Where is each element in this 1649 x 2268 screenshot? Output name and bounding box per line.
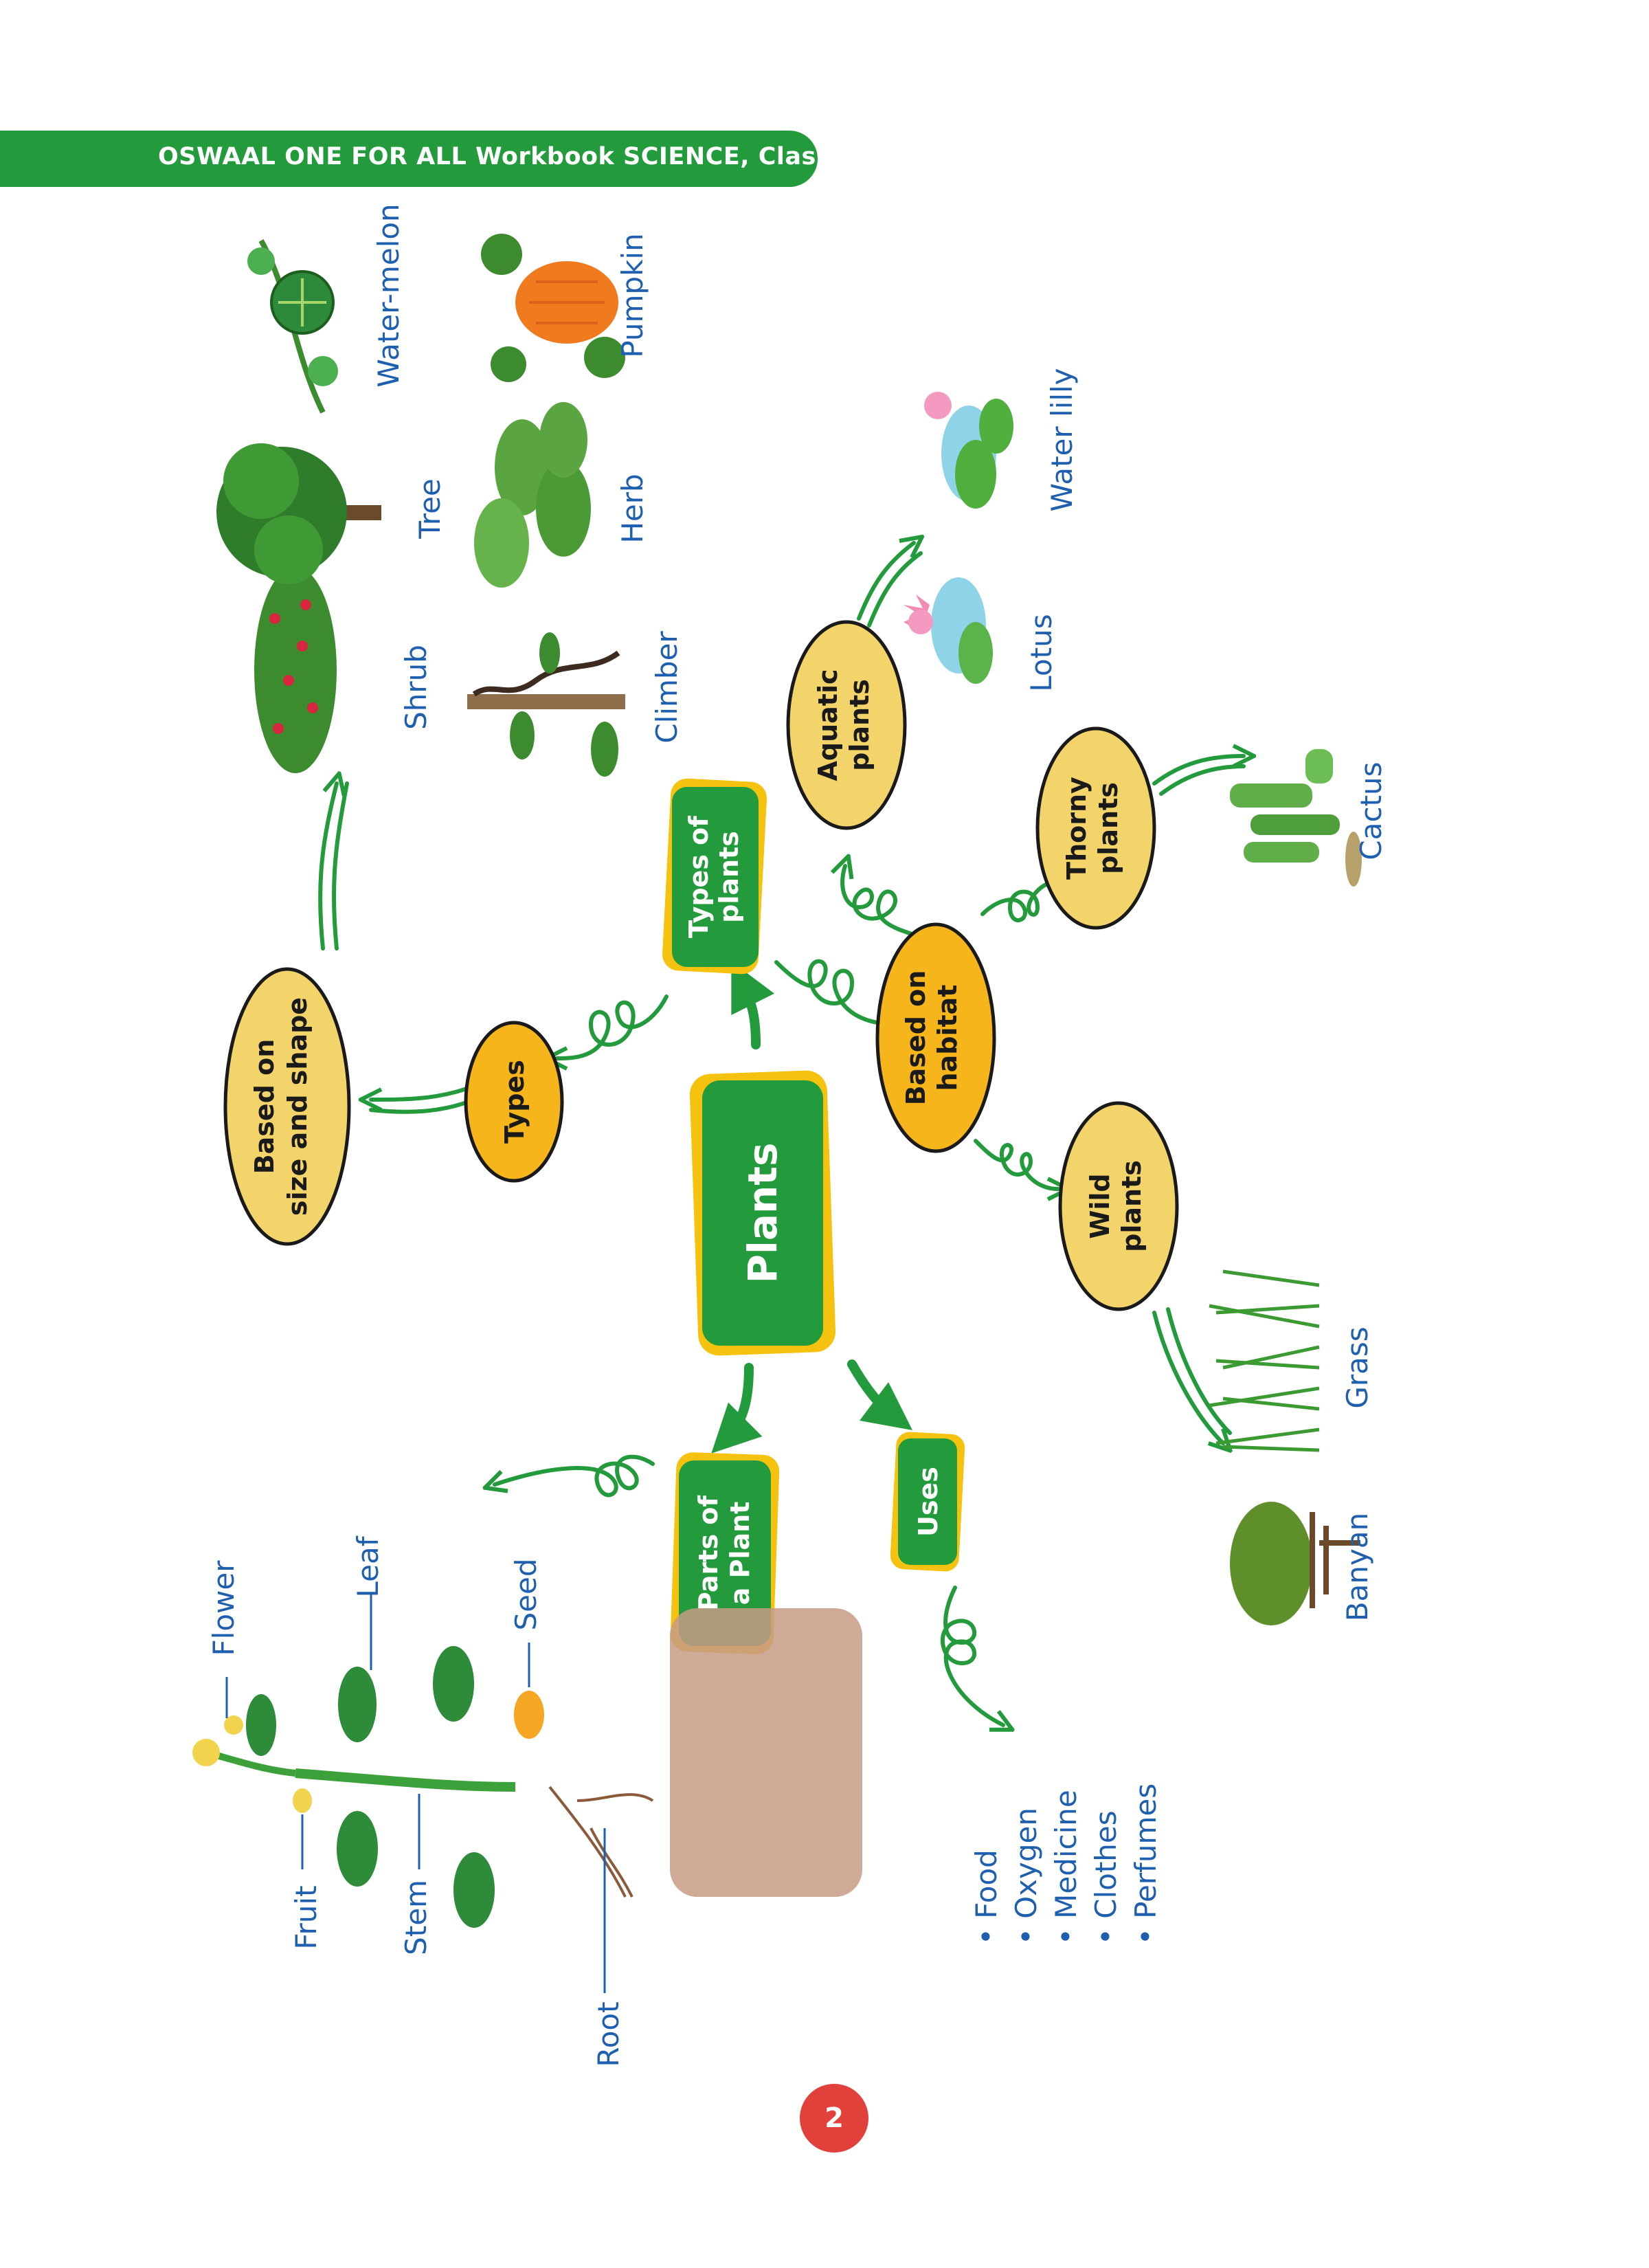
- habitat-line1: Based on: [901, 970, 931, 1106]
- double-arrow-aquatic-to-water-lilly: [857, 543, 914, 621]
- label-lotus: Lotus: [1024, 614, 1058, 691]
- curl-types-of-plants-to-habitat: [774, 959, 893, 1024]
- label-climber: Climber: [650, 631, 684, 744]
- label-fruit: Fruit: [289, 1885, 323, 1949]
- cactus-picture: [1230, 749, 1362, 887]
- double-arrow-size-to-shrub: [318, 783, 337, 950]
- water-lilly-picture: [924, 392, 1013, 509]
- parts-line2: a Plant: [725, 1502, 755, 1605]
- page-number: 2: [800, 2084, 868, 2153]
- node-plants: Plants: [689, 1070, 836, 1356]
- uses-item-oxygen: • Oxygen: [1009, 1808, 1043, 1945]
- svg-text:plants: plants: [1093, 782, 1123, 874]
- header-title: OSWAAL ONE FOR ALL Workbook SCIENCE, Cla…: [158, 143, 859, 170]
- uses-item-medicine: • Medicine: [1049, 1790, 1083, 1945]
- climber-picture: [467, 632, 625, 777]
- svg-text:Based on: Based on: [249, 1039, 280, 1175]
- node-thorny-plants: Thorny plants: [1035, 726, 1156, 930]
- svg-text:Wild: Wild: [1085, 1173, 1115, 1238]
- svg-text:size and shape: size and shape: [282, 997, 313, 1216]
- curl-types-of-plants-to-types: [557, 994, 669, 1058]
- node-plants-label: Plants: [739, 1142, 786, 1283]
- wild-line1: Wild: [1085, 1173, 1115, 1238]
- label-leaf: Leaf: [351, 1535, 385, 1597]
- node-wild-plants: Wild plants: [1058, 1101, 1179, 1311]
- thorny-line1: Thorny: [1062, 777, 1092, 880]
- label-flower: Flower: [207, 1560, 240, 1656]
- grass-picture: [1209, 1269, 1320, 1452]
- label-seed: Seed: [509, 1559, 543, 1631]
- parts-line1: Parts of: [693, 1496, 723, 1611]
- node-based-on-habitat: Based on habitat: [875, 922, 996, 1153]
- tree-picture: [216, 443, 381, 584]
- uses-label: Uses: [913, 1467, 943, 1537]
- aquatic-line2: plants: [844, 679, 875, 771]
- double-arrow-wild-to-grass: [1152, 1311, 1223, 1443]
- double-arrow-types-to-size: [371, 1084, 476, 1100]
- node-uses: Uses: [890, 1432, 965, 1572]
- size-line1: Based on: [249, 1039, 280, 1175]
- curl-habitat-to-wild: [974, 1139, 1058, 1189]
- label-tree: Tree: [413, 478, 447, 540]
- plant-parts-illustration: [192, 1608, 862, 1928]
- svg-text:Aquatic: Aquatic: [813, 669, 843, 781]
- pumpkin-picture: [481, 234, 625, 382]
- types-label: Types: [500, 1060, 530, 1144]
- banyan-picture: [1230, 1502, 1360, 1625]
- label-water-melon: Water-melon: [372, 203, 405, 387]
- svg-text:Parts of: Parts of: [693, 1496, 723, 1611]
- types-of-plants-line1: Types of: [684, 816, 714, 938]
- wild-line2: plants: [1117, 1160, 1147, 1252]
- herb-picture: [474, 402, 591, 588]
- connectors: [318, 543, 1244, 1725]
- plant-part-labels: Flower Leaf Seed Fruit Stem Root: [207, 1535, 625, 2067]
- curl-habitat-to-aquatic: [842, 866, 916, 937]
- uses-item-clothes: • Clothes: [1089, 1810, 1123, 1945]
- label-stem: Stem: [399, 1880, 433, 1955]
- aquatic-line1: Aquatic: [813, 669, 843, 781]
- water-melon-picture: [247, 239, 338, 414]
- uses-item-food: • Food: [969, 1849, 1003, 1945]
- node-aquatic-plants: Aquatic plants: [786, 620, 907, 830]
- svg-text:plants: plants: [844, 679, 875, 771]
- lotus-picture: [904, 577, 993, 684]
- svg-text:plants: plants: [1117, 1160, 1147, 1252]
- curl-uses-to-list: [941, 1586, 1003, 1725]
- svg-text:Types of: Types of: [684, 816, 714, 938]
- arrow-plants-to-parts: [711, 1363, 763, 1454]
- uses-item-perfumes: • Perfumes: [1129, 1783, 1163, 1945]
- thorny-line2: plants: [1093, 782, 1123, 874]
- curl-habitat-to-thorny: [980, 880, 1065, 922]
- label-pumpkin: Pumpkin: [616, 233, 649, 357]
- label-root: Root: [592, 2001, 625, 2067]
- habitat-line2: habitat: [932, 985, 963, 1091]
- shrub-picture: [254, 567, 337, 773]
- svg-text:Thorny: Thorny: [1062, 777, 1092, 880]
- svg-text:a Plant: a Plant: [725, 1502, 755, 1605]
- header-bar: [0, 131, 818, 187]
- label-grass: Grass: [1340, 1326, 1374, 1408]
- node-types: Types: [464, 1021, 564, 1183]
- svg-text:Based on: Based on: [901, 970, 931, 1106]
- arrow-plants-to-types-of-plants: [731, 961, 774, 1049]
- node-based-on-size-and-shape: Based on size and shape: [223, 967, 351, 1246]
- uses-list: • Food • Oxygen • Medicine • Clothes • P…: [969, 1783, 1163, 1945]
- label-banyan: Banyan: [1340, 1513, 1374, 1621]
- svg-text:habitat: habitat: [932, 985, 963, 1091]
- node-types-of-plants: Types of plants: [662, 778, 767, 975]
- label-cactus: Cactus: [1354, 761, 1388, 860]
- curl-parts-to-seed: [495, 1454, 655, 1498]
- types-of-plants-line2: plants: [714, 831, 744, 923]
- node-parts-of-a-plant: Parts of a Plant: [670, 1452, 780, 1654]
- label-herb: Herb: [616, 474, 649, 543]
- size-line2: size and shape: [282, 997, 313, 1216]
- double-arrow-thorny-to-cactus: [1152, 756, 1244, 786]
- label-shrub: Shrub: [399, 645, 433, 730]
- svg-text:plants: plants: [714, 831, 744, 923]
- arrow-plants-to-uses: [847, 1359, 912, 1431]
- label-water-lilly: Water lilly: [1045, 368, 1079, 511]
